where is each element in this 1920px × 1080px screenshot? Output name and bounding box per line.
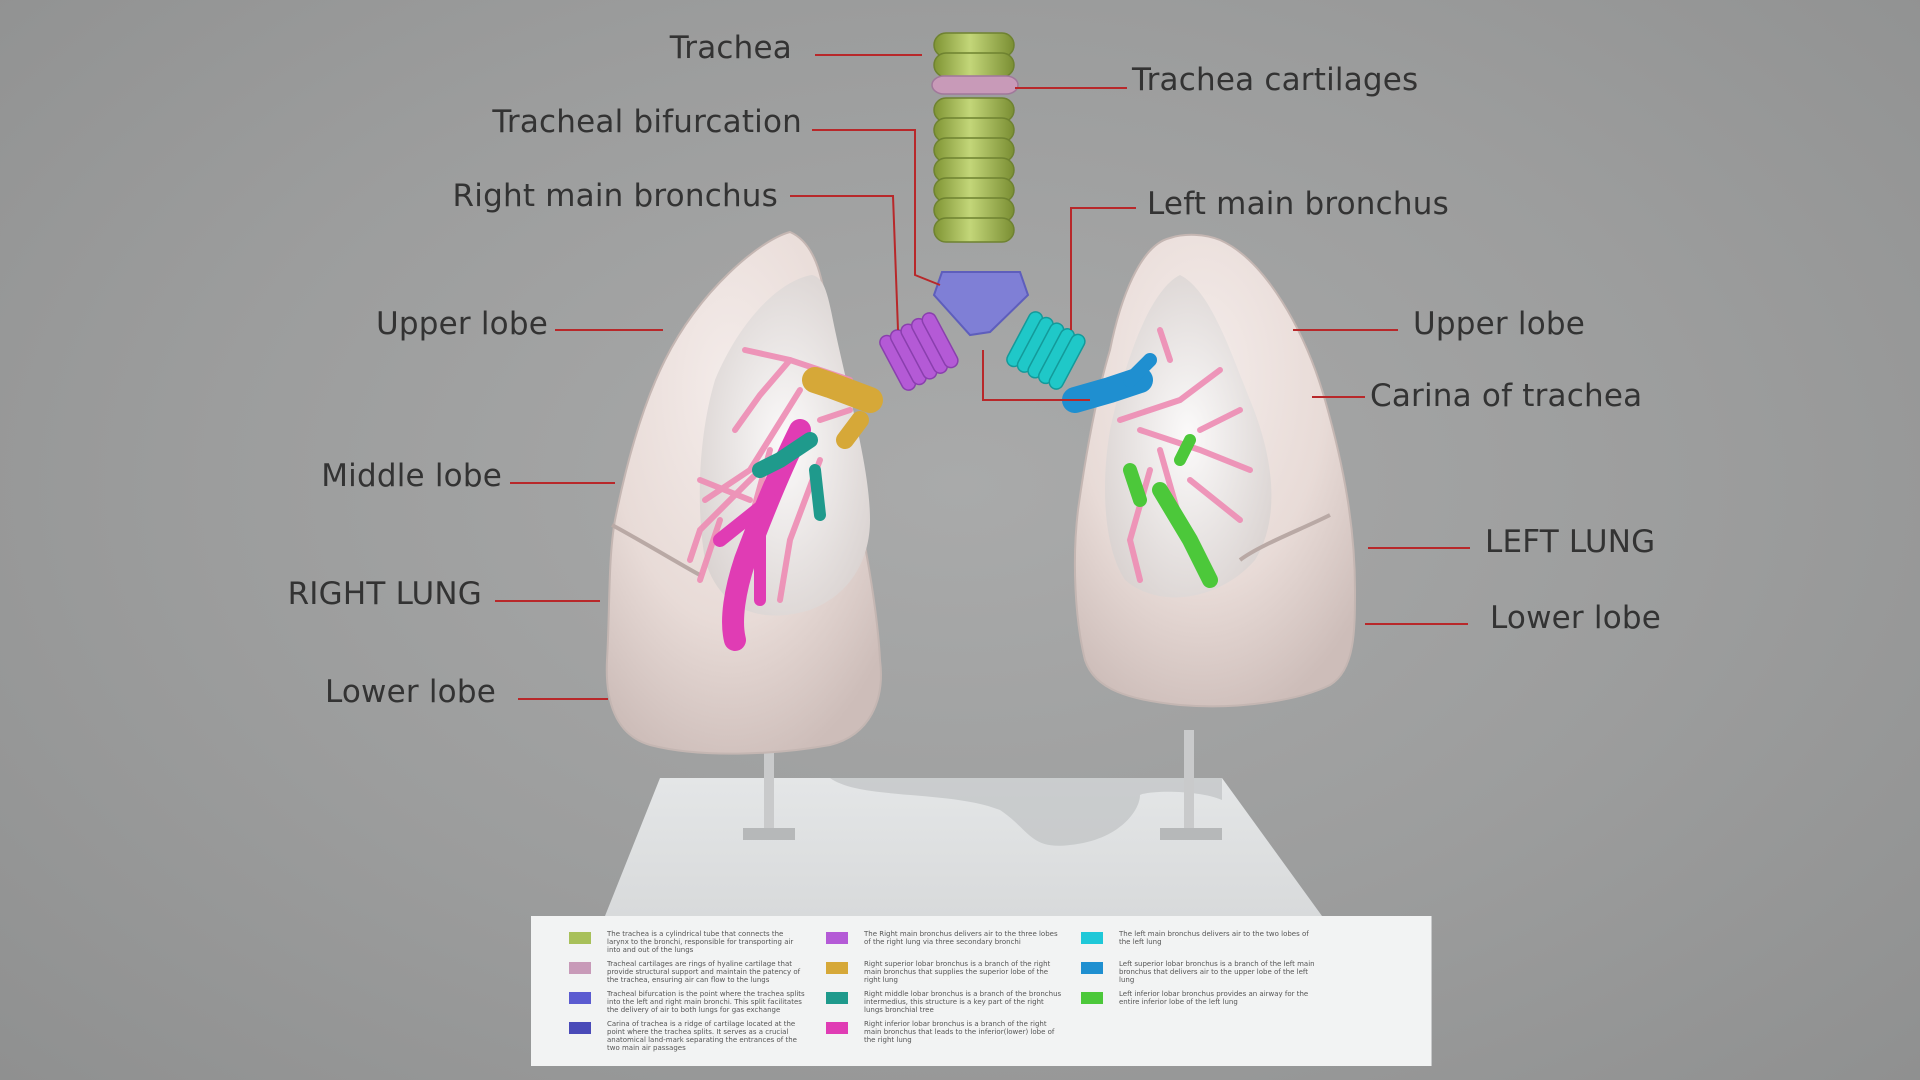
label-trachea: Trachea: [669, 30, 792, 66]
trachea-ring: [933, 52, 1015, 78]
legend-text: The Right main bronchus delivers air to …: [864, 930, 1058, 946]
trachea-cartilage-ring: [931, 75, 1019, 95]
stand-posts: [743, 730, 1222, 840]
right-middle-lobar-bronchus: [752, 432, 826, 521]
legend-swatch: [826, 932, 848, 944]
leader-left-main-bronchus: [1070, 207, 1136, 330]
leader-carina: [982, 350, 1090, 401]
right-lung: [605, 230, 882, 755]
legend-text: Right inferior lobar bronchus is a branc…: [864, 1020, 1055, 1044]
label-right-lung: RIGHT LUNG: [287, 576, 482, 612]
legend-swatch: [569, 962, 591, 974]
legend-swatch: [1081, 932, 1103, 944]
legend-swatch: [569, 932, 591, 944]
left-inferior-lobar-bronchus: [1123, 434, 1218, 588]
legend-text: Carina of trachea is a ridge of cartilag…: [607, 1020, 797, 1052]
legend-swatch: [826, 962, 848, 974]
legend-text: Right superior lobar bronchus is a branc…: [864, 960, 1051, 984]
label-right-main-bronchus: Right main bronchus: [452, 178, 778, 214]
leader-lines: [495, 54, 1470, 700]
label-right-middle-lobe: Middle lobe: [321, 458, 502, 494]
legend-text: Tracheal bifurcation is the point where …: [607, 990, 805, 1014]
legend-text: The trachea is a cylindrical tube that c…: [607, 930, 794, 954]
leader-right-main-bronchus: [790, 195, 899, 331]
tracheal-bifurcation: [932, 271, 1030, 337]
right-main-bronchus: [879, 312, 959, 391]
legend-text: Right middle lobar bronchus is a branch …: [864, 990, 1062, 1014]
legend-text: Left inferior lobar bronchus provides an…: [1119, 990, 1309, 1006]
legend-swatch: [826, 1022, 848, 1034]
legend-swatch: [569, 1022, 591, 1034]
left-main-bronchus: [1006, 311, 1086, 390]
label-trachea-cartilages: Trachea cartilages: [1132, 62, 1419, 98]
left-lung: [1073, 233, 1357, 708]
leader-tracheal-bifurcation: [812, 129, 941, 286]
label-left-lower-lobe: Lower lobe: [1490, 600, 1662, 636]
trachea-ring: [933, 217, 1015, 243]
left-superior-lobar-bronchus: [1062, 353, 1157, 413]
bronchus-ring: [921, 312, 959, 369]
legend-text: Tracheal cartilages are rings of hyaline…: [607, 960, 801, 984]
label-right-upper-lobe: Upper lobe: [375, 306, 548, 342]
label-left-upper-lobe: Upper lobe: [1413, 306, 1586, 342]
label-left-lung: LEFT LUNG: [1485, 524, 1656, 560]
right-superior-lobar-bronchus: [802, 367, 883, 449]
legend-text: Left superior lobar bronchus is a branch…: [1119, 960, 1315, 984]
label-tracheal-bifurcation: Tracheal bifurcation: [492, 104, 802, 140]
legend-swatch: [1081, 992, 1103, 1004]
legend-text: The left main bronchus delivers air to t…: [1119, 930, 1309, 946]
label-carina-of-trachea: Carina of trachea: [1370, 378, 1643, 414]
label-right-lower-lobe: Lower lobe: [324, 674, 496, 710]
legend-swatch: [826, 992, 848, 1004]
trachea: [931, 32, 1019, 243]
label-left-main-bronchus: Left main bronchus: [1147, 186, 1449, 222]
bronchus-ring: [1048, 333, 1086, 390]
legend-panel: The trachea is a cylindrical tube that c…: [531, 916, 1431, 1066]
legend-swatch: [569, 992, 591, 1004]
legend-swatch: [1081, 962, 1103, 974]
